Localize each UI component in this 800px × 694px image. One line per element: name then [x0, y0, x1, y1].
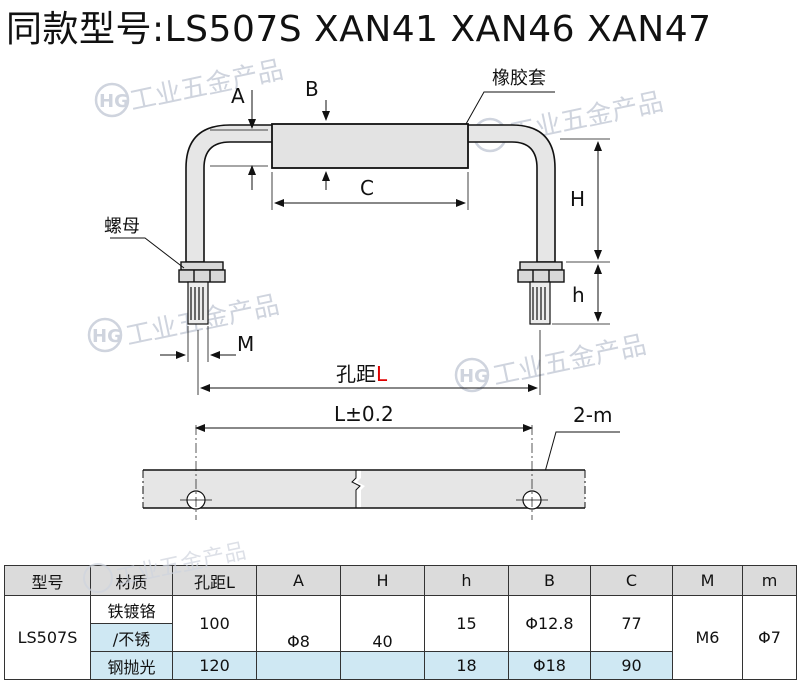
- cell-model: LS507S: [4, 595, 91, 680]
- mounting-plate: [142, 425, 586, 520]
- dim-C: [271, 172, 469, 210]
- cell-h-2: 18: [424, 651, 509, 680]
- right-nut: [517, 261, 565, 283]
- cell-L-2: 120: [172, 651, 257, 680]
- cell-M: M6: [672, 595, 743, 680]
- cell-m: Φ7: [742, 595, 797, 680]
- header-H: H: [340, 565, 425, 596]
- dim-A: [210, 90, 268, 190]
- header-A: A: [256, 565, 341, 596]
- watermark-logo: HG: [99, 91, 129, 112]
- left-nut: [178, 261, 226, 283]
- table-row: /不锈: [5, 623, 797, 652]
- label-A: A: [231, 84, 245, 108]
- cell-C-1: 77: [590, 595, 673, 652]
- rubber-sleeve: [271, 123, 469, 169]
- cell-H-spacer: [340, 651, 425, 680]
- header-B: B: [508, 565, 591, 596]
- spec-table: 型号 材质 孔距L A H h B C M m LS507S 铁镀铬 100 Φ…: [4, 565, 797, 680]
- cell-B-1: Φ12.8: [508, 595, 591, 652]
- dim-h: [552, 264, 610, 325]
- label-M: M: [237, 332, 254, 356]
- label-C: C: [360, 176, 374, 200]
- svg-text:HG: HG: [92, 326, 122, 347]
- page-title: 同款型号:LS507S XAN41 XAN46 XAN47: [6, 9, 712, 50]
- label-B: B: [305, 77, 319, 101]
- label-nut: 螺母: [104, 216, 140, 237]
- header-M: M: [672, 565, 743, 596]
- header-C: C: [590, 565, 673, 596]
- cell-material-3: 钢抛光: [90, 651, 173, 680]
- label-rubber-sleeve: 橡胶套: [492, 68, 546, 89]
- label-H: H: [570, 187, 585, 211]
- cell-material-1: 铁镀铬: [90, 595, 173, 624]
- cell-H: 40: [340, 595, 425, 652]
- cell-B-2: Φ18: [508, 651, 591, 680]
- svg-text:工业五金产品: 工业五金产品: [127, 55, 286, 117]
- table-row: LS507S 铁镀铬 100 Φ8 40 15 Φ12.8 77 M6 Φ7: [4, 595, 797, 680]
- cell-A: Φ8: [256, 595, 341, 652]
- dim-hole-distance: [197, 330, 541, 395]
- dim-H: [560, 138, 610, 263]
- svg-text:工业五金产品: 工业五金产品: [490, 330, 649, 392]
- header-material: 材质: [90, 565, 173, 596]
- nut-leader: [110, 237, 185, 269]
- rubber-sleeve-leader: [465, 91, 555, 125]
- header-m: m: [742, 565, 797, 596]
- left-stud: [187, 281, 209, 325]
- cell-A-spacer: [256, 651, 341, 680]
- cell-material-2: /不锈: [90, 623, 173, 652]
- label-hole-distance: 孔距L: [336, 362, 388, 386]
- header-model: 型号: [4, 565, 91, 596]
- cell-L-1: 100: [172, 595, 257, 652]
- handle-drawing: HG 工业五金产品 HG 工业五金产品 HG 工业五金产品 HG 工业五金产品: [87, 55, 666, 520]
- label-holes: 2-m: [573, 403, 612, 427]
- cell-C-2: 90: [590, 651, 673, 680]
- watermark-3: HG 工业五金产品: [454, 330, 649, 393]
- table-header-row: 型号 材质 孔距L A H h B C M m: [4, 565, 797, 596]
- header-hole-distance: 孔距L: [172, 565, 257, 596]
- svg-text:HG: HG: [459, 366, 489, 387]
- table-row: 钢抛光 120 18 Φ18 90: [5, 651, 797, 680]
- label-h: h: [572, 283, 585, 307]
- right-stud: [529, 281, 551, 325]
- cell-h-1: 15: [424, 595, 509, 652]
- label-tolerance: L±0.2: [334, 402, 394, 426]
- header-h: h: [424, 565, 509, 596]
- dim-M: [160, 326, 236, 362]
- watermark-1: HG 工业五金产品: [94, 55, 286, 118]
